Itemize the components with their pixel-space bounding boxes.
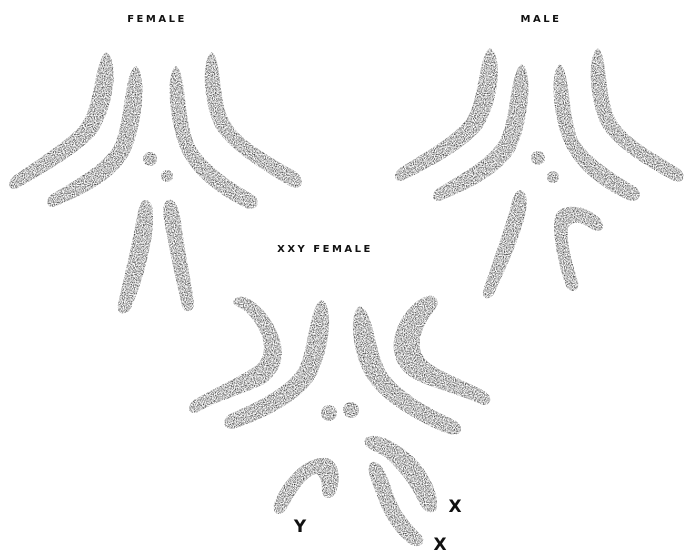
male-centromere-dot-2 bbox=[547, 171, 559, 183]
male-centromere-dot-1 bbox=[531, 151, 545, 165]
male-chromosome-4 bbox=[591, 48, 684, 182]
male-label: MALE bbox=[521, 14, 562, 25]
female-centromere-dot-2 bbox=[161, 170, 173, 182]
x-chromosome-label-1: X bbox=[448, 497, 461, 517]
female-x-chromosome-1 bbox=[118, 200, 153, 313]
xxy-chromosome-4 bbox=[394, 296, 491, 405]
female-x-chromosome-2 bbox=[163, 200, 194, 311]
male-y-chromosome bbox=[554, 207, 603, 291]
xxy-centromere-dot-1 bbox=[321, 405, 337, 421]
female-chromosome-4 bbox=[205, 52, 302, 188]
xxy-female-label: XXY FEMALE bbox=[277, 244, 373, 255]
xxy-centromere-dot-2 bbox=[343, 402, 359, 418]
male-group bbox=[395, 48, 684, 298]
y-chromosome-label: Y bbox=[293, 517, 307, 537]
x-chromosome-label-2: X bbox=[433, 535, 446, 554]
female-group bbox=[9, 52, 302, 313]
female-centromere-dot-1 bbox=[143, 152, 157, 166]
xxy-female-group bbox=[189, 296, 490, 546]
female-label: FEMALE bbox=[127, 14, 187, 25]
xxy-y-chromosome bbox=[274, 458, 339, 514]
male-x-chromosome bbox=[483, 190, 527, 298]
